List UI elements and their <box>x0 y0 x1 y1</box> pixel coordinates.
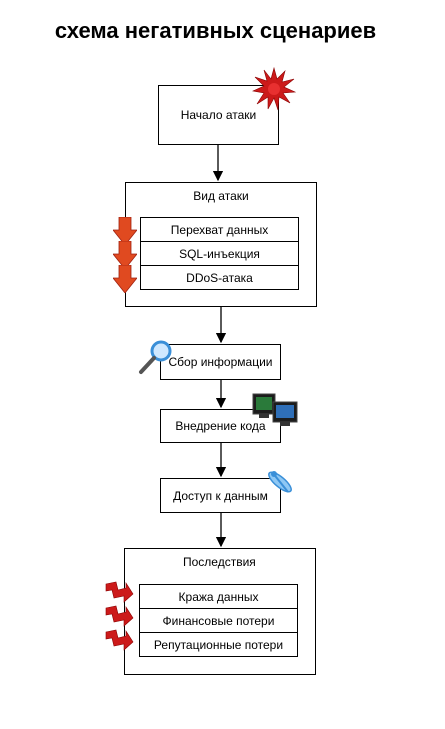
node-inject-label: Внедрение кода <box>175 419 266 433</box>
red-burst-icon <box>252 67 296 111</box>
consequence-item-data-theft: Кража данных <box>139 584 298 609</box>
attack-item-label: Перехват данных <box>170 222 269 237</box>
consequence-item-label: Репутационные потери <box>153 637 284 652</box>
consequence-item-label: Финансовые потери <box>162 613 275 628</box>
consequence-item-reputation-loss: Репутационные потери <box>139 632 298 657</box>
red-zigzag-arrow-icon <box>105 605 134 627</box>
node-access-data: Доступ к данным <box>160 478 281 513</box>
blue-satellite-icon <box>268 471 292 493</box>
red-zigzag-arrow-icon <box>105 629 134 651</box>
computer-monitors-icon <box>252 393 298 426</box>
attack-item-sql-injection: SQL-инъекция <box>140 241 299 266</box>
red-down-arrow-icon <box>113 217 137 245</box>
attack-item-interception: Перехват данных <box>140 217 299 242</box>
magnifier-icon <box>139 340 172 374</box>
diagram-title: схема негативных сценариев <box>54 18 377 43</box>
node-collect-label: Сбор информации <box>168 355 273 369</box>
attack-type-title: Вид атаки <box>193 189 249 203</box>
consequence-item-label: Кража данных <box>178 589 259 604</box>
node-access-label: Доступ к данным <box>173 488 268 503</box>
node-start-label: Начало атаки <box>180 108 257 122</box>
attack-item-label: SQL-инъекция <box>179 246 260 261</box>
attack-item-label: DDoS-атака <box>186 270 253 285</box>
red-down-arrow-icon <box>113 265 137 293</box>
consequence-item-financial-loss: Финансовые потери <box>139 608 298 633</box>
node-start: Начало атаки <box>158 85 279 145</box>
red-down-arrow-icon <box>113 241 137 269</box>
consequences-title: Последствия <box>183 555 256 569</box>
attack-item-ddos: DDoS-атака <box>140 265 299 290</box>
red-zigzag-arrow-icon <box>105 581 134 603</box>
node-collect-info: Сбор информации <box>160 344 281 380</box>
